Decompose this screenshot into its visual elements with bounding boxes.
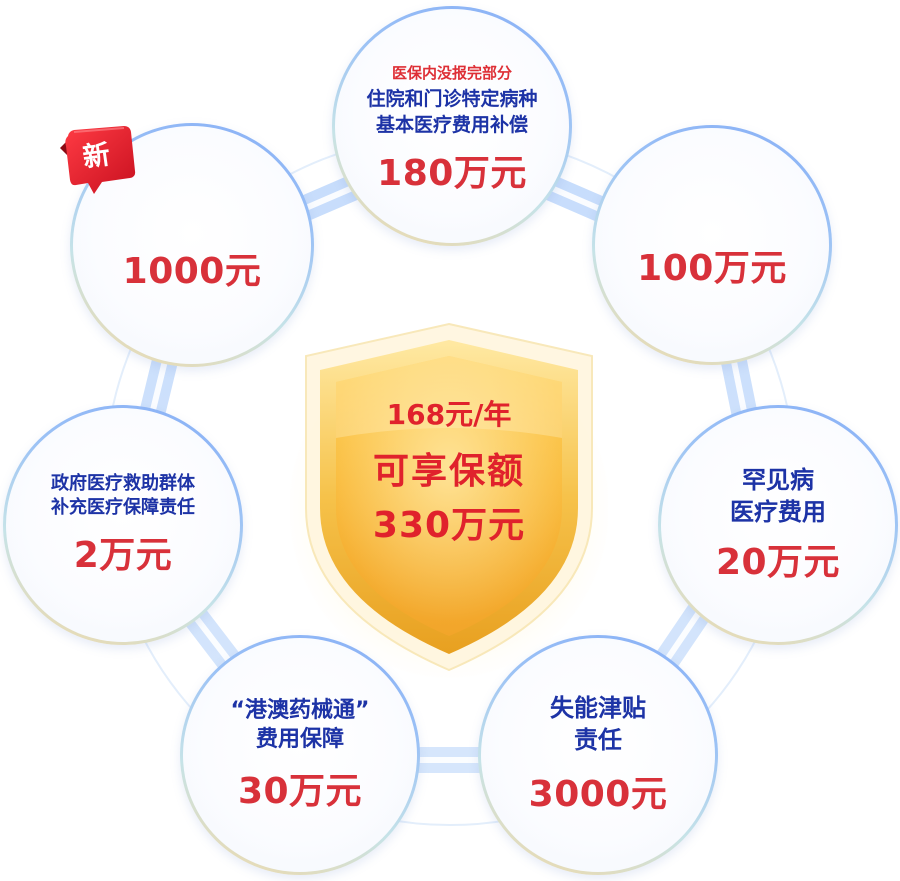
benefit-amount: 2万元 [73, 534, 173, 576]
benefit-label-line2: 费用保障 [255, 727, 344, 752]
benefit-amount: 100万元 [637, 248, 787, 289]
benefit-amount: 30万元 [237, 771, 363, 813]
benefit-circle-disability: 失能津贴 责任 3000元 [478, 635, 718, 875]
benefit-circle-inpatient: 医保内没报完部分 住院和门诊特定病种 基本医疗费用补偿 180万元 [332, 6, 572, 246]
shield-total: 330万元 [372, 505, 526, 546]
benefit-amount: 1000元 [122, 251, 262, 292]
shield-price: 168元/年 [386, 398, 512, 431]
benefit-label-line2: 补充医疗保障责任 [51, 497, 195, 518]
benefit-circle-gov-aid: 政府医疗救助群体 补充医疗保障责任 2万元 [3, 405, 243, 645]
benefit-note: 医保内没报完部分 [391, 64, 512, 83]
benefit-label-line1: 住院和门诊特定病种 [366, 88, 538, 111]
benefit-circle-gba-drugs: “港澳药械通” 费用保障 30万元 [180, 635, 420, 875]
new-badge-label: 新 [80, 138, 112, 174]
benefit-label-line2: 基本医疗费用补偿 [375, 113, 528, 136]
coverage-shield: 168元/年 可享保额 330万元 [290, 318, 608, 678]
benefit-label-line1: “港澳药械通” [230, 697, 370, 723]
benefit-label-line1: 罕见病 [742, 466, 814, 495]
benefit-amount: 3000元 [528, 773, 668, 815]
benefit-label-line2: 责任 [574, 726, 622, 754]
shield-subtitle: 可享保额 [372, 451, 525, 492]
benefit-label-line1: 政府医疗救助群体 [51, 473, 195, 495]
shield-icon [290, 322, 608, 678]
benefit-label-line2: 医疗费用 [730, 498, 826, 526]
benefit-label-line1: 失能津贴 [550, 694, 646, 723]
benefit-amount: 20万元 [715, 541, 841, 583]
benefit-circle-100w: 100万元 [592, 125, 832, 365]
benefit-amount: 180万元 [377, 152, 527, 194]
new-badge-icon [60, 126, 136, 194]
benefit-circle-rare-disease: 罕见病 医疗费用 20万元 [658, 405, 898, 645]
